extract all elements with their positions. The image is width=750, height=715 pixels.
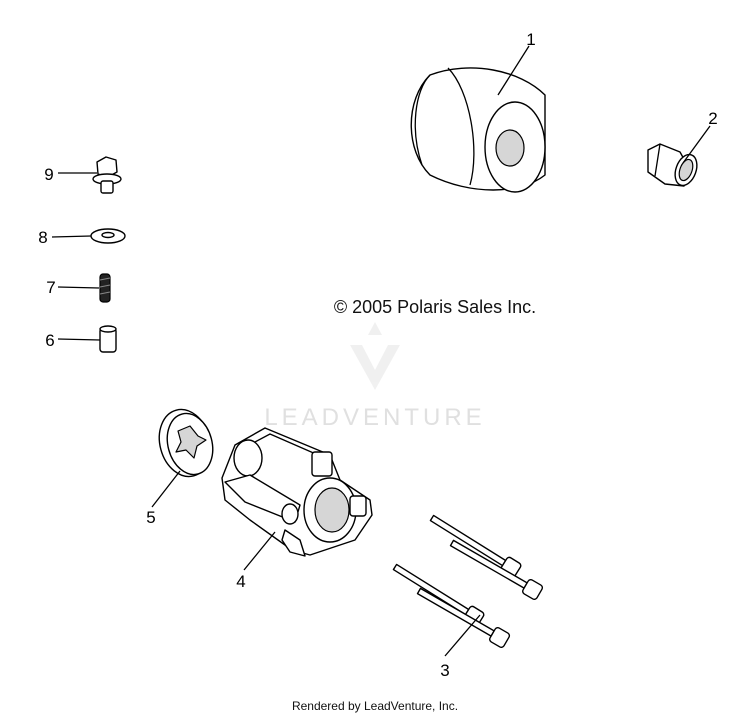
washer-icon[interactable]: [90, 228, 126, 244]
callout-9: 9: [44, 165, 53, 184]
callout-8: 8: [38, 228, 47, 247]
oil-filter-icon[interactable]: [410, 67, 546, 193]
callout-6: 6: [45, 331, 54, 350]
callout-4: 4: [236, 572, 245, 591]
rotor-icon[interactable]: [152, 404, 219, 483]
callout-3: 3: [440, 661, 449, 680]
leader-lines: [51, 45, 711, 657]
watermark-text: LEADVENTURE: [264, 404, 485, 431]
callout-2: 2: [708, 109, 717, 128]
callout-7: 7: [46, 278, 55, 297]
pump-housing-icon[interactable]: [221, 427, 373, 557]
bolt-icon[interactable]: [391, 511, 544, 649]
watermark-logo-icon: [350, 322, 400, 390]
dowel-pin-icon[interactable]: [99, 325, 117, 353]
callout-5: 5: [146, 508, 155, 527]
callout-1: 1: [526, 30, 535, 49]
screw-icon[interactable]: [99, 273, 111, 303]
footer-credit: Rendered by LeadVenture, Inc.: [292, 699, 458, 713]
flange-bolt-icon[interactable]: [92, 156, 122, 194]
copyright-text: © 2005 Polaris Sales Inc.: [334, 297, 536, 317]
fitting-icon[interactable]: [647, 143, 701, 188]
